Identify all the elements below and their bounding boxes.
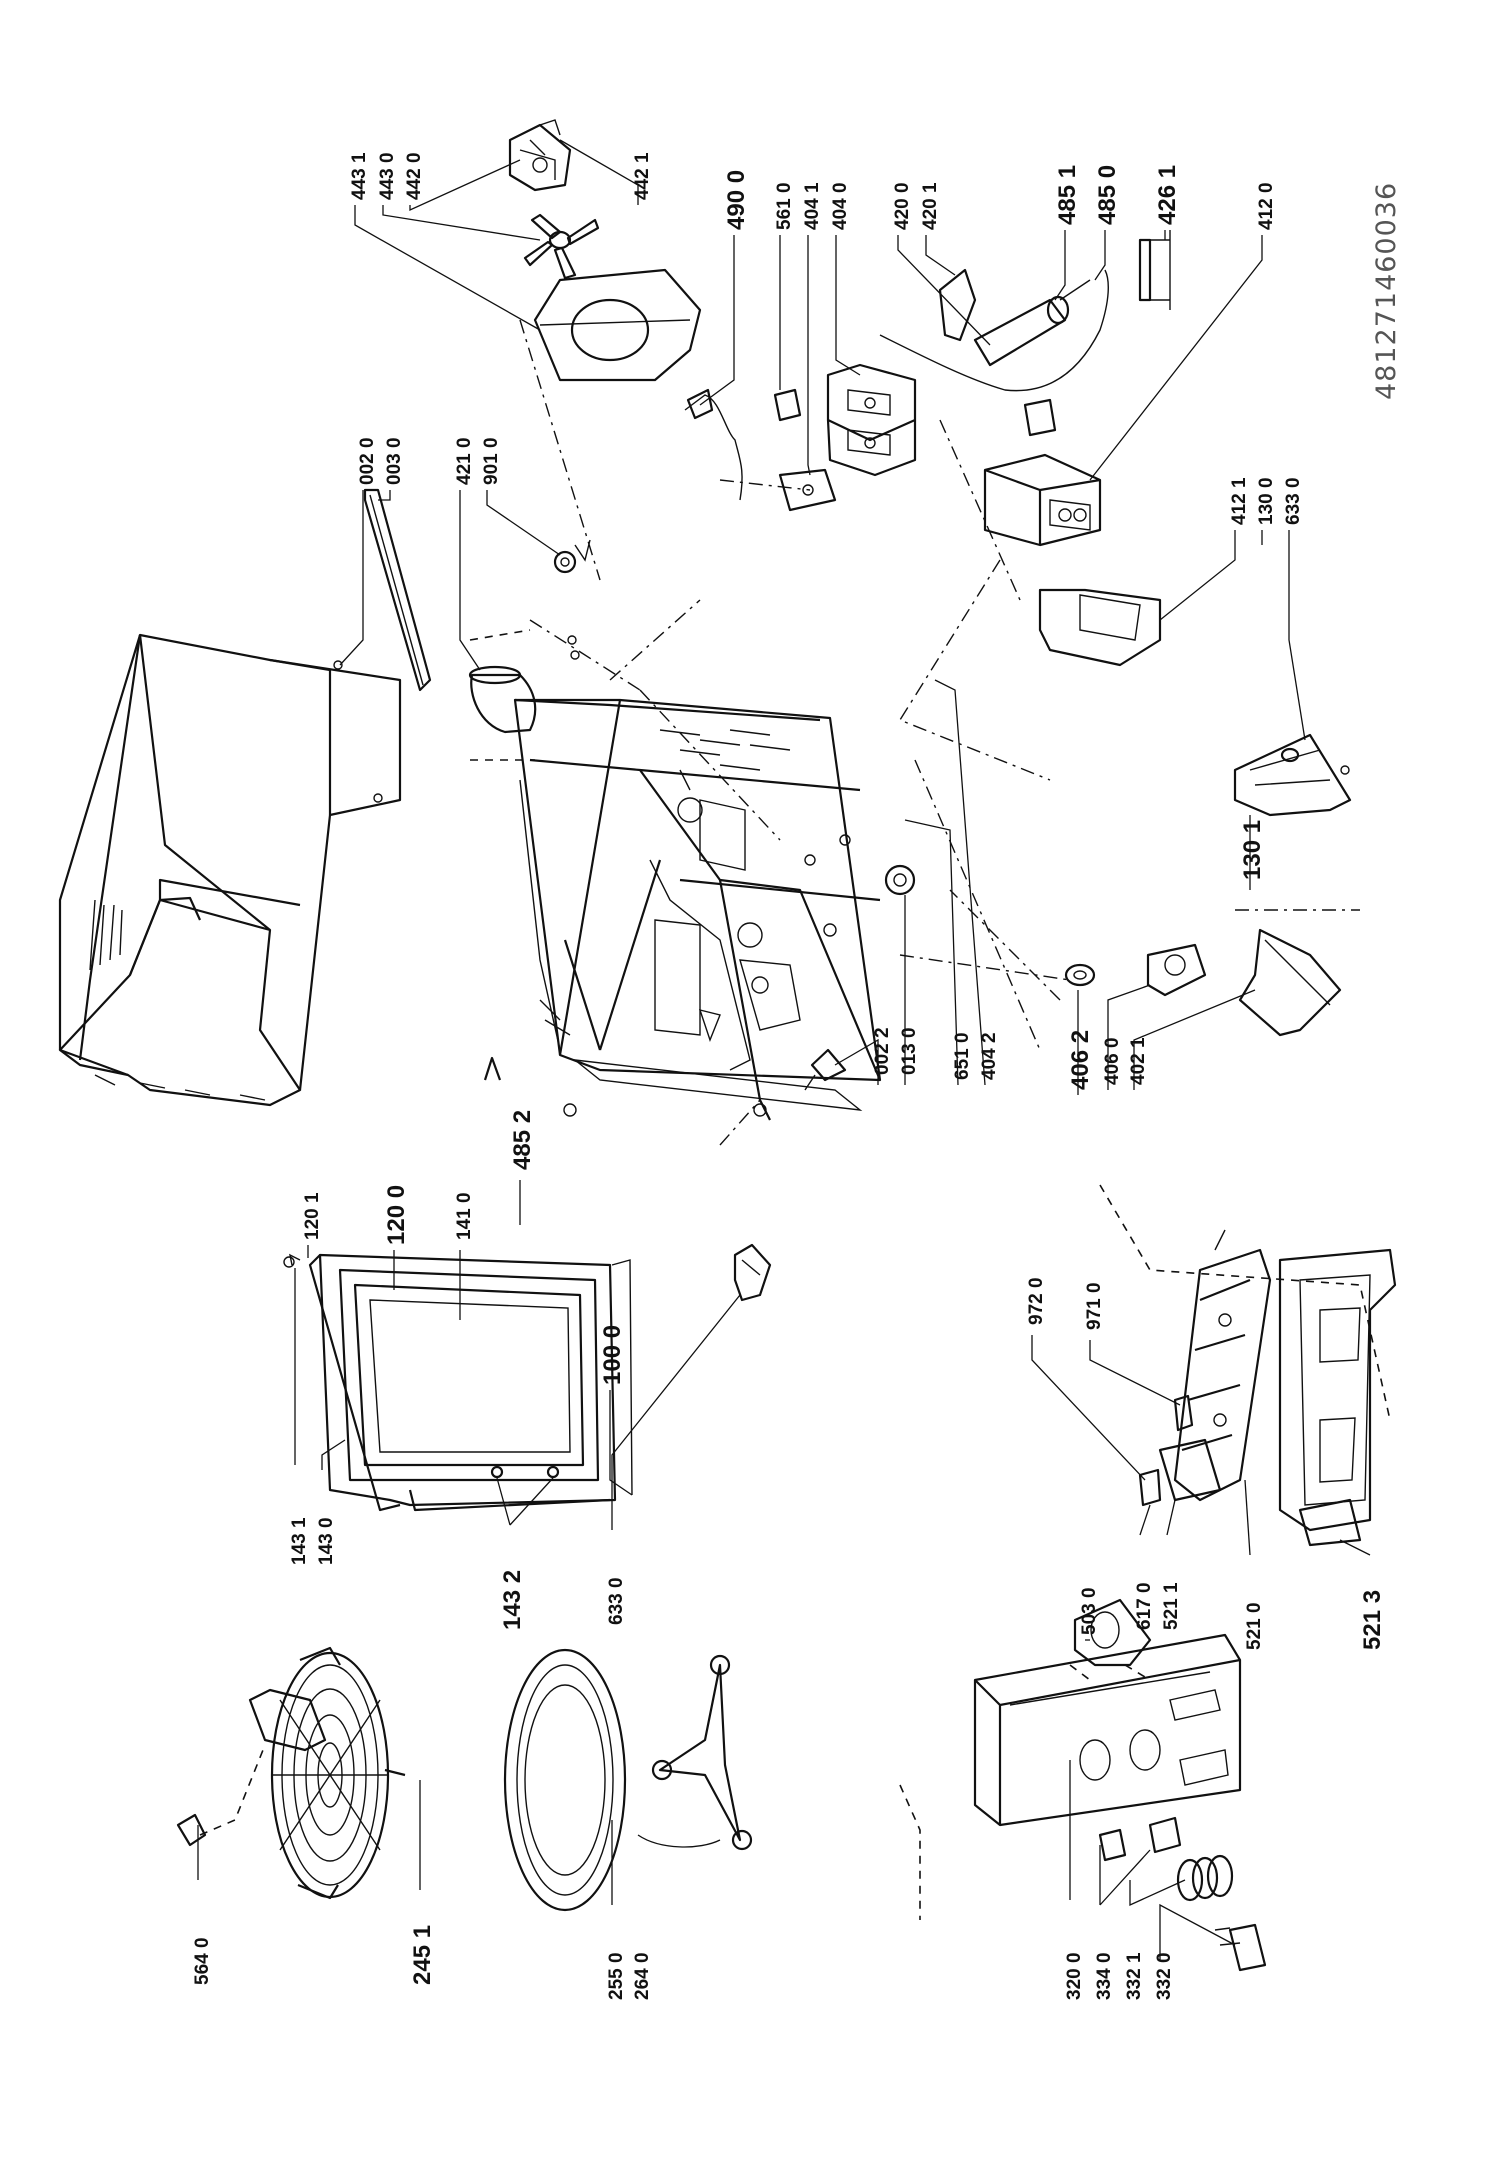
part-labels: 564 0 245 1 255 0 264 0 320 0 334 0 332 … bbox=[192, 152, 1386, 2000]
label-426-1: 426 1 bbox=[1154, 165, 1181, 225]
label-130-1: 130 1 bbox=[1239, 820, 1266, 880]
bracket-002-2 bbox=[810, 1048, 847, 1082]
control-panel-320-0 bbox=[973, 1633, 1242, 1827]
side-rail bbox=[363, 488, 432, 692]
label-013-0: 013 0 bbox=[899, 1027, 920, 1075]
label-420-0: 420 0 bbox=[892, 182, 913, 230]
label-971-0: 971 0 bbox=[1084, 1282, 1105, 1330]
knob-334-0-b bbox=[1148, 1816, 1182, 1854]
label-564-0: 564 0 bbox=[192, 1937, 213, 1985]
turntable-motor-406-0 bbox=[1146, 943, 1207, 997]
knob-334-0-a bbox=[1098, 1828, 1127, 1862]
label-421-0: 421 0 bbox=[454, 437, 475, 485]
door-assembly bbox=[283, 1253, 633, 1512]
label-443-0: 443 0 bbox=[377, 152, 398, 200]
bracket-130-1 bbox=[1233, 733, 1352, 817]
main-chassis bbox=[513, 698, 882, 1121]
label-245-1: 245 1 bbox=[409, 1925, 436, 1985]
label-633-0b: 633 0 bbox=[1283, 477, 1304, 525]
cover-plate-402-1 bbox=[1238, 928, 1342, 1037]
label-443-1: 443 1 bbox=[349, 152, 370, 200]
outer-cabinet bbox=[58, 633, 402, 1107]
label-633-0a: 633 0 bbox=[606, 1577, 627, 1625]
label-404-0: 404 0 bbox=[830, 182, 851, 230]
label-334-0: 334 0 bbox=[1094, 1952, 1115, 2000]
capacitor-bracket-420-1 bbox=[938, 268, 977, 342]
connector-490-0 bbox=[686, 388, 714, 420]
fuse-971-0 bbox=[1173, 1394, 1194, 1432]
label-406-0: 406 0 bbox=[1102, 1037, 1123, 1085]
clip-633-0 bbox=[733, 1243, 772, 1302]
label-143-2: 143 2 bbox=[499, 1570, 526, 1630]
capacitor-420-0 bbox=[973, 298, 1067, 367]
label-120-1: 120 1 bbox=[302, 1192, 323, 1240]
label-503-0: 503 0 bbox=[1079, 1587, 1100, 1635]
label-002-0: 002 0 bbox=[357, 437, 378, 485]
fan-blade-443-0 bbox=[523, 213, 600, 280]
label-404-1: 404 1 bbox=[802, 182, 823, 230]
label-521-0: 521 0 bbox=[1244, 1602, 1265, 1650]
label-651-0: 651 0 bbox=[952, 1032, 973, 1080]
label-320-0: 320 0 bbox=[1064, 1952, 1085, 2000]
coupler-406-2 bbox=[1064, 963, 1096, 987]
label-255-0: 255 0 bbox=[606, 1952, 627, 2000]
label-901-0: 901 0 bbox=[481, 437, 502, 485]
transformer-412-0 bbox=[983, 453, 1102, 547]
capacitor-421-0 bbox=[470, 673, 537, 734]
label-972-0: 972 0 bbox=[1026, 1277, 1047, 1325]
bracket-245-1 bbox=[248, 1688, 327, 1752]
label-141-0: 141 0 bbox=[454, 1192, 475, 1240]
label-412-1: 412 1 bbox=[1229, 477, 1250, 525]
label-485-0: 485 0 bbox=[1094, 165, 1121, 225]
label-490-0: 490 0 bbox=[723, 170, 750, 230]
fuse-972-0 bbox=[1138, 1468, 1162, 1507]
bracket-651-0 bbox=[778, 468, 837, 512]
label-617-0: 617 0 bbox=[1134, 1582, 1155, 1630]
button-332-0 bbox=[1228, 1923, 1267, 1972]
grill-rack-245-1 bbox=[270, 1646, 406, 1900]
thermostat-564-0 bbox=[176, 1813, 207, 1847]
label-521-1: 521 1 bbox=[1161, 1582, 1182, 1630]
label-332-0: 332 0 bbox=[1154, 1952, 1175, 2000]
label-120-0: 120 0 bbox=[383, 1185, 410, 1245]
plate-412-1 bbox=[1038, 588, 1162, 667]
leader-lines bbox=[197, 139, 1371, 1960]
label-003-0: 003 0 bbox=[384, 437, 405, 485]
turntable-plate-255-0 bbox=[503, 1648, 627, 1912]
hv-block-404-0 bbox=[826, 363, 917, 442]
hook-485-2 bbox=[483, 1056, 502, 1081]
label-561-0: 561 0 bbox=[774, 182, 795, 230]
switch-frame-521-3 bbox=[1278, 1248, 1397, 1532]
label-264-0: 264 0 bbox=[632, 1952, 653, 2000]
label-442-1: 442 1 bbox=[632, 152, 653, 200]
label-485-1: 485 1 bbox=[1054, 165, 1081, 225]
fan-shroud-443-1 bbox=[533, 268, 702, 382]
label-442-0: 442 0 bbox=[404, 152, 425, 200]
grommet-901-0 bbox=[553, 550, 577, 574]
label-402-1: 402 1 bbox=[1128, 1037, 1149, 1085]
fuse-holder-013-0 bbox=[884, 864, 916, 896]
roller-support-264-0 bbox=[651, 1654, 753, 1851]
label-485-2: 485 2 bbox=[509, 1110, 536, 1170]
label-130-0: 130 0 bbox=[1256, 477, 1277, 525]
switch-561-0 bbox=[773, 388, 802, 422]
label-420-1: 420 1 bbox=[920, 182, 941, 230]
label-143-1: 143 1 bbox=[289, 1517, 310, 1565]
label-406-2: 406 2 bbox=[1067, 1030, 1094, 1090]
spring-332-1 bbox=[1176, 1854, 1234, 1902]
timer-503-0 bbox=[1073, 1598, 1152, 1667]
label-332-1: 332 1 bbox=[1124, 1952, 1145, 2000]
label-412-0: 412 0 bbox=[1256, 182, 1277, 230]
diode-426-1 bbox=[1138, 238, 1152, 302]
document-number: 481271460036 bbox=[1371, 182, 1402, 400]
switch-assembly-521-0 bbox=[1158, 1248, 1272, 1502]
label-521-3: 521 3 bbox=[1359, 1590, 1386, 1650]
label-143-0: 143 0 bbox=[316, 1517, 337, 1565]
